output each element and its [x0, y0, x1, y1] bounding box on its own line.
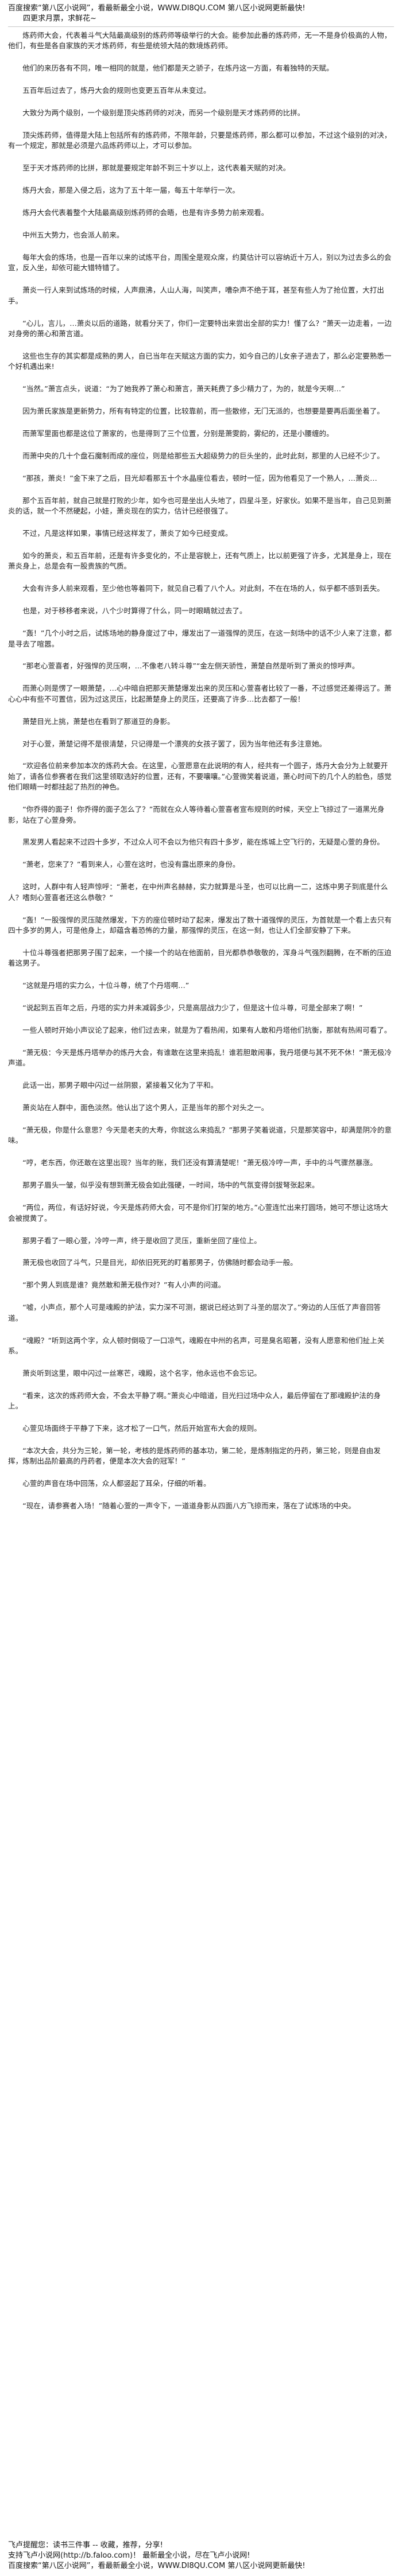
paragraph: “萧无极：今天是炼丹塔举办的炼丹大会，有谁敢在这里来捣乱！谁若胆敢闹事，我丹塔便…: [8, 1048, 392, 1068]
paragraph: “欢迎各位前来参加本次的炼药大会。在这里，心萱愿意在此说明的有人，经共有一个圆子…: [8, 761, 392, 792]
paragraph: 萧楚目光上挑，萧楚也在看到了那道豆的身影。: [22, 717, 175, 726]
paragraph: 炼药师大会，代表着斗气大陆最高级别的炼药师等级举行的大会。能参加此番的炼药师，无…: [8, 31, 392, 50]
paragraph: “萧老，您来了？”看到来人，心萱在这时，也没有露出原来的身份。: [22, 860, 240, 869]
paragraph: 每年大会的炼场，也是一百年以来的试炼平台，周围全是观众席，约莫估计可以容纳近十万…: [8, 252, 392, 273]
paragraph: 大会有许多人前来观看，至少他也等着同下，就见自己看了八个人。对此刻，不在在场的人…: [22, 584, 384, 593]
paragraph: “嘘，小声点，那个人可是魂殿的护法，实力深不可测，据说已经达到了斗圣的层次了。”…: [8, 1303, 381, 1322]
paragraph: 而萧心则是愣了一眼萧楚，…心中暗自把那天萧楚爆发出来的灵压和心萱喜者比较了一番，…: [8, 684, 392, 703]
paragraph: 也是，对于移移者来说，八个少时算得了什么，同一时眼睛就过去了。: [22, 606, 247, 616]
paragraph: “轰！”几个小时之后，试炼场地的静身度过了中，爆发出了一道强悍的灵压，在这一刻场…: [8, 629, 392, 648]
paragraph: 十位斗尊强者把那男子围了起来，一个接一个的站在他面前，目光都恭恭敬敬的，浑身斗气…: [8, 948, 392, 968]
paragraph: 黑发男人看起来不过四十多岁，不过众人可不会以为他只有四十多岁，能在炼城上空飞行的…: [22, 838, 384, 847]
paragraph: 而萧中央的几十个盘石魔制而成的座位，则是给那些五大超级势力的巨头坐的，此时此刻，…: [22, 451, 384, 460]
paragraph: “现在，请参赛者入场！”随着心萱的一声令下，一道道身影从四面八方飞掠而来，落在了…: [22, 1501, 355, 1511]
paragraph: 炼丹大会代表着整个大陆最高级别炼药师的会晤，也是有许多势力前来观看。: [22, 208, 269, 217]
paragraph: “心儿，言儿，…萧炎以后的道路，就看分天了，你们一定要特出来尝出全部的实力！懂了…: [8, 318, 392, 338]
paragraph: “本次大会，共分为三轮，第一轮，考核的是炼药师的基本功，第二轮，是炼制指定的丹药…: [8, 1446, 381, 1466]
paragraph: “说起到五百年之后，丹塔的实力并未减弱多少，只是高层战力少了，但是这十位斗尊，可…: [22, 1003, 363, 1013]
paragraph: 萧炎站在人群中，面色淡然。他认出了这个男人，正是当年的那个对头之一。: [22, 1103, 269, 1112]
paragraph: 中州五大势力，也会派人前来。: [22, 231, 124, 240]
paragraph: 这时，人群中有人轻声惊呼：“萧老，在中州声名赫赫，实力就算是斗圣，也可以比肩一二…: [8, 882, 388, 902]
footer-line[interactable]: 飞卢提醒您：读书三件事 -- 收藏，推荐，分享!: [8, 2541, 163, 2550]
paragraph: 这些也生存的其实都是成熟的男人，自已当年在天赋这方面的实力，如今自己的儿女亲子进…: [8, 351, 392, 371]
paragraph: 那个五百年前，就自己就是打败的少年，如今也可是坐出人头地了，四星斗圣，好家伙。如…: [8, 496, 392, 516]
paragraph: “哼，老东西，你还敢在这里出现？当年的账，我们还没有算清楚呢！”萧无极冷哼一声，…: [22, 1158, 377, 1168]
footer-line[interactable]: 支持飞卢小说网(http://b.faloo.com)！ 最新最全小说，尽在飞卢…: [8, 2551, 250, 2560]
divider: [8, 26, 394, 27]
paragraph: 此话一出，那男子眼中闪过一丝阴狠，紧接着又化为了平和。: [22, 1081, 218, 1090]
paragraph: 炼丹大会，那是入侵之后，这为了五十年一届，每五十年举行一次。: [22, 186, 239, 195]
paragraph: 他们的来历各有不同，唯一相同的就是，他们都是天之骄子，在炼丹这一方面，有着独特的…: [22, 64, 334, 73]
paragraph: 五百年后过去了，炼丹大会的规则也变更五百年从未变过。: [22, 86, 211, 95]
paragraph: 心萱见场面终于平静了下来，这才松了一口气，然后开始宣布大会的规则。: [22, 1424, 261, 1433]
paragraph: 顶尖炼药师，值得是大陆上包括所有的炼药师，不限年龄，只要是炼药师，那么都可以参加…: [8, 131, 392, 150]
chapter-title: 四更求月票，求鲜花~: [23, 14, 96, 23]
paragraph: “这就是丹塔的实力么，十位斗尊，统了个丹塔啊…”: [22, 981, 190, 990]
paragraph: “你乔得的面子！你乔得的面子怎么了？”而就在众人等待着心萱喜者宣布规则的时候，天…: [8, 805, 385, 824]
paragraph: “魂殿？”听到这两个字，众人顿时倒吸了一口凉气，魂殿在中州的名声，可是臭名昭著，…: [8, 1336, 385, 1355]
footer-line[interactable]: 百度搜索“第八区小说网”，看最新最全小说，WWW.DI8QU.COM 第八区小说…: [8, 2562, 306, 2570]
paragraph: 至于天才炼药师的比拼，那就是要规定年龄不到三十岁以上，这代表着天赋的对决。: [22, 164, 291, 173]
paragraph: 对于心萱，萧楚记得不是很清楚，只记得是一个漂亮的女孩子罢了，因为当年他还有多注意…: [22, 739, 327, 748]
paragraph: 大致分为两个级别，一个级别是顶尖炼药师的对决，而另一个级别是天才炼药师的比拼。: [22, 108, 305, 118]
site-header[interactable]: 百度搜索“第八区小说网”，看最新最全小说，WWW.DI8QU.COM 第八区小说…: [8, 4, 306, 13]
paragraph: “轰！”一股强悍的灵压陡然爆发，下方的座位顿时动了起来，爆发出了数十道强悍的灵压…: [8, 915, 392, 935]
paragraph: 那男子眉头一皱，似乎没有想到萧无极会如此强硬，一时间，场中的气氛变得剑拔弩张起来…: [22, 1181, 319, 1190]
paragraph: 而萧军里面也都是这位了萧家的，也是得到了三个位置，分别是萧雯韵，雾纪的，还是小腰…: [22, 429, 334, 438]
paragraph: “看来，这次的炼药师大会，不会太平静了啊。”萧炎心中暗道，目光扫过场中众人，最后…: [8, 1391, 381, 1411]
paragraph: “两位，两位，有话好好说，今天是炼药师大会，可不是你们打架的地方。”心萱连忙出来…: [8, 1203, 388, 1223]
paragraph: 不过，凡是这样如果，事情已经这样发了，萧炎了如今已经变成。: [22, 529, 233, 538]
paragraph: “萧无极，你是什么意思？今天是老夫的大寿，你就这么来捣乱？”那男子笑着说道，只是…: [8, 1126, 392, 1145]
paragraph: 萧无极也收回了斗气，只是目光，却依旧死死的盯着那男子，仿佛随时都会动手一般。: [22, 1258, 297, 1267]
paragraph: 心萱的声音在场中回荡，众人都竖起了耳朵，仔细的听着。: [22, 1479, 211, 1488]
paragraph: 那男子看了一眼心萱，冷哼一声，终于是收回了灵压，重新坐回了座位上。: [22, 1236, 261, 1245]
paragraph: 萧炎一行人来到试炼场的时候，人声鼎沸，人山人海，叫笑声，嘈杂声不绝于耳，甚至有些…: [8, 286, 384, 305]
paragraph: “那个男人到底是谁？竟然敢和萧无极作对？”有人小声的问道。: [22, 1281, 226, 1290]
paragraph: “当然。”萧言点头，说道：“为了她我养了萧心和萧言，萧天耗费了多少精力了，为的，…: [22, 384, 345, 394]
paragraph: 如今的萧炎，和五百年前，还是有许多变化的，不止是容貌上，还有气质上，比以前更强了…: [8, 551, 392, 571]
paragraph: “那孩，萧炎！”金下来了之后，目光却看那五十个水晶座位看去，顿时一怔，因为他看见…: [22, 473, 377, 482]
site-footer: 飞卢提醒您：读书三件事 -- 收藏，推荐，分享!支持飞卢小说网(http://b…: [8, 2540, 394, 2571]
paragraph: 因为萧氏家族是更新势力，所有有特定的位置，比较靠前，而一些散修，无门无派的，也想…: [22, 407, 384, 416]
paragraph: 一些人顿时开始小声议论了起来，他们过去来，就是为了看热闹，如果有人敢和丹塔他们抗…: [22, 1026, 392, 1035]
paragraph: “那老心萱喜者，好强悍的灵压啊，…不像老八转斗尊”“金左侧天骄性，萧楚自然是听到…: [22, 661, 360, 671]
chapter-content: 炼药师大会，代表着斗气大陆最高级别的炼药师等级举行的大会。能参加此番的炼药师，无…: [8, 30, 394, 1512]
paragraph: 萧炎听到这里，眼中闪过一丝寒芒，魂殿，这个名字，他永远也不会忘记。: [22, 1368, 261, 1378]
